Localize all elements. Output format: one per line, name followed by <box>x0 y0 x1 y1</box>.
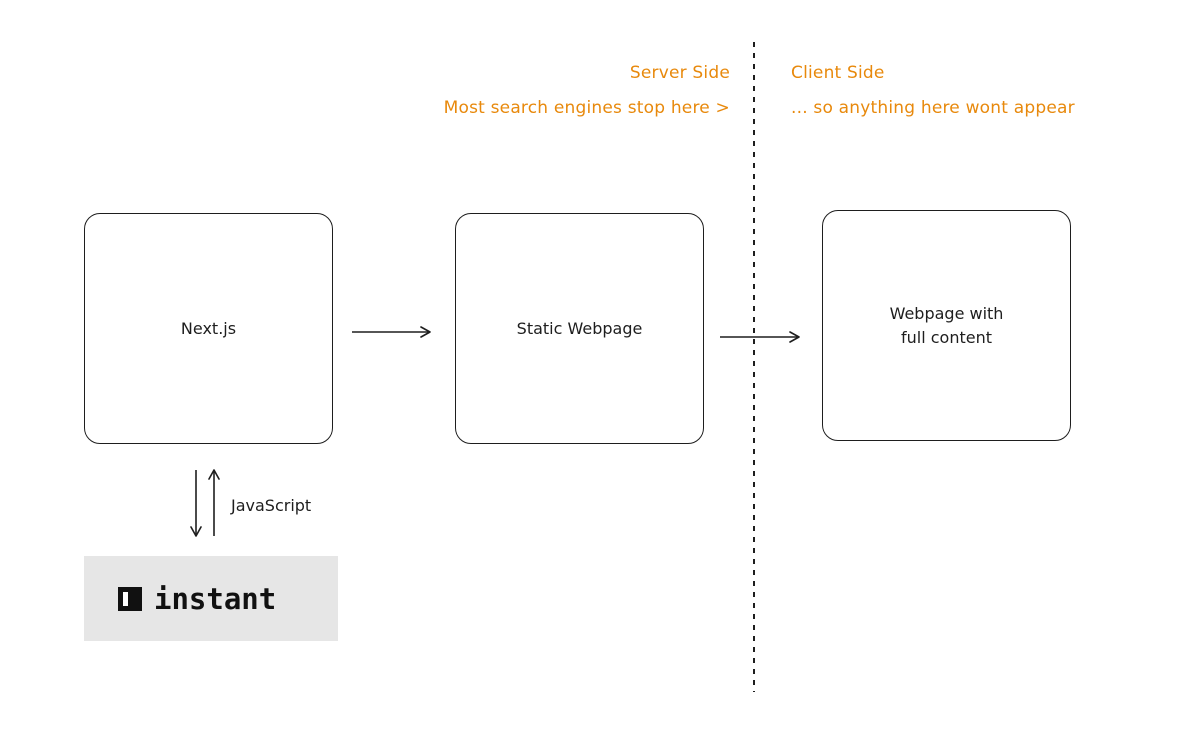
full-webpage-node: Webpage with full content <box>822 210 1071 441</box>
instant-logo-text: instant <box>154 581 277 616</box>
static-webpage-node: Static Webpage <box>455 213 704 444</box>
server-side-note: Most search engines stop here > <box>443 98 730 118</box>
full-webpage-node-label: Webpage with full content <box>889 303 1004 347</box>
javascript-edge-label: JavaScript <box>231 496 312 515</box>
instant-logo-card: instant <box>84 556 338 641</box>
server-side-label: Server Side <box>629 63 730 83</box>
client-side-label: Client Side <box>791 63 885 83</box>
static-webpage-node-label: Static Webpage <box>516 318 643 338</box>
nextjs-node-label: Next.js <box>180 318 237 338</box>
nextjs-node: Next.js <box>84 213 333 444</box>
client-side-note: ... so anything here wont appear <box>791 98 1075 118</box>
instant-logo-icon <box>118 586 142 611</box>
